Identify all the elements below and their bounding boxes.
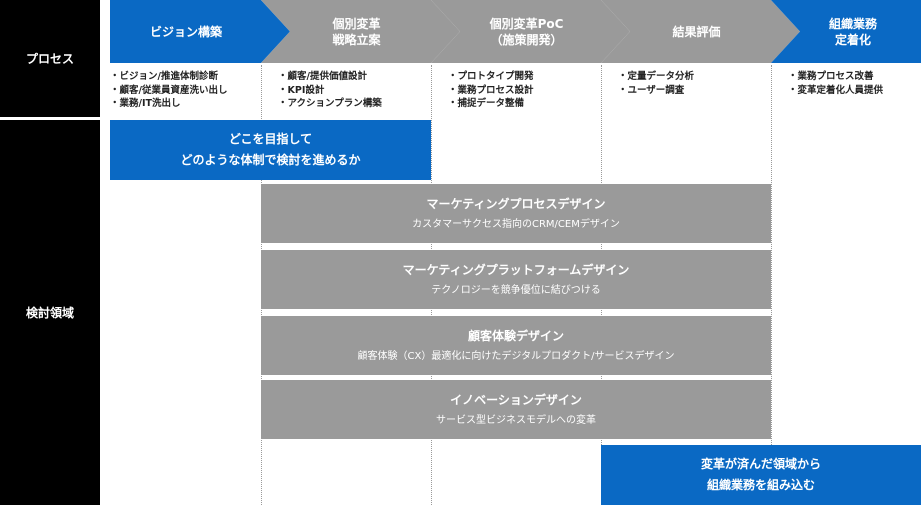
phase-chevron-poc: 個別変革PoC （施策開発）	[431, 0, 630, 63]
phase-bullets-vision: ・ビジョン/推進体制診断 ・顧客/従業員資産洗い出し ・業務/IT洗出し	[110, 70, 227, 111]
design-area-title: 顧客体験デザイン	[467, 328, 564, 343]
bullet-item: ・業務/IT洗出し	[110, 98, 181, 109]
design-area-subtitle: テクノロジーを競争優位に結びつける	[431, 284, 601, 296]
design-area-marketing-process: マーケティングプロセスデザイン カスタマーサクセス指向のCRM/CEMデザイン	[261, 184, 771, 243]
embed-box-line1: 変革が済んだ領域から	[700, 457, 821, 471]
bullet-item: ・ビジョン/推進体制診断	[110, 71, 218, 82]
row-label-process-text: プロセス	[25, 52, 74, 66]
phase-label: 結果評価	[672, 24, 721, 39]
bullet-item: ・業務プロセス改善	[788, 71, 874, 82]
design-area-title: イノベーションデザイン	[450, 392, 582, 407]
row-label-area: 検討領域	[0, 120, 100, 505]
design-area-innovation: イノベーションデザイン サービス型ビジネスモデルへの変革	[261, 380, 771, 439]
phase-label: 個別変革 戦略立案	[332, 16, 381, 47]
design-area-subtitle: サービス型ビジネスモデルへの変革	[436, 414, 596, 426]
vision-box: どこを目指して どのような体制で検討を進めるか	[110, 120, 431, 180]
design-area-marketing-platform: マーケティングプラットフォームデザイン テクノロジーを競争優位に結びつける	[261, 250, 771, 309]
embed-box-line2: 組織業務を組み込む	[706, 478, 815, 492]
bullet-item: ・KPI設計	[278, 84, 325, 96]
design-area-subtitle: 顧客体験（CX）最適化に向けたデジタルプロダクト/サービスデザイン	[357, 350, 675, 362]
phase-label: ビジョン構築	[149, 24, 222, 39]
bullet-item: ・業務プロセス設計	[448, 84, 534, 96]
column-divider	[771, 65, 772, 505]
row-label-process: プロセス	[0, 0, 100, 117]
bullet-item: ・アクションプラン構築	[278, 98, 382, 109]
design-area-subtitle: カスタマーサクセス指向のCRM/CEMデザイン	[412, 218, 620, 230]
design-area-customer-experience: 顧客体験デザイン 顧客体験（CX）最適化に向けたデジタルプロダクト/サービスデザ…	[261, 316, 771, 375]
bullet-item: ・定量データ分析	[618, 71, 695, 82]
phase-chevron-evaluation: 結果評価	[601, 0, 800, 63]
bullet-item: ・顧客/従業員資産洗い出し	[110, 84, 228, 96]
design-area-title: マーケティングプロセスデザイン	[426, 196, 606, 211]
design-area-title: マーケティングプラットフォームデザイン	[402, 262, 630, 277]
embed-box: 変革が済んだ領域から 組織業務を組み込む	[601, 445, 921, 505]
bullet-item: ・プロトタイプ開発	[448, 71, 534, 82]
bullet-item: ・変革定着化人員提供	[788, 84, 884, 96]
phase-chevron-strategy: 個別変革 戦略立案	[261, 0, 460, 63]
vision-box-line2: どのような体制で検討を進めるか	[180, 153, 361, 167]
bullet-item: ・ユーザー調査	[618, 84, 685, 96]
phase-chevron-vision: ビジョン構築	[110, 0, 290, 63]
phase-bullets-evaluation: ・定量データ分析 ・ユーザー調査	[618, 70, 694, 97]
phase-bullets-strategy: ・顧客/提供価値設計 ・KPI設計 ・アクションプラン構築	[278, 70, 382, 111]
bullet-item: ・顧客/提供価値設計	[278, 71, 367, 82]
phase-bullets-poc: ・プロトタイプ開発 ・業務プロセス設計 ・捕捉データ整備	[448, 70, 534, 111]
phase-label: 個別変革PoC （施策開発）	[489, 16, 564, 47]
phase-label: 組織業務 定着化	[828, 16, 877, 47]
bullet-item: ・捕捉データ整備	[448, 98, 525, 109]
phase-chevron-embed: 組織業務 定着化	[771, 0, 921, 63]
phase-bullets-embed: ・業務プロセス改善 ・変革定着化人員提供	[788, 70, 883, 97]
row-label-area-text: 検討領域	[25, 306, 74, 320]
vision-box-line1: どこを目指して	[228, 132, 313, 146]
